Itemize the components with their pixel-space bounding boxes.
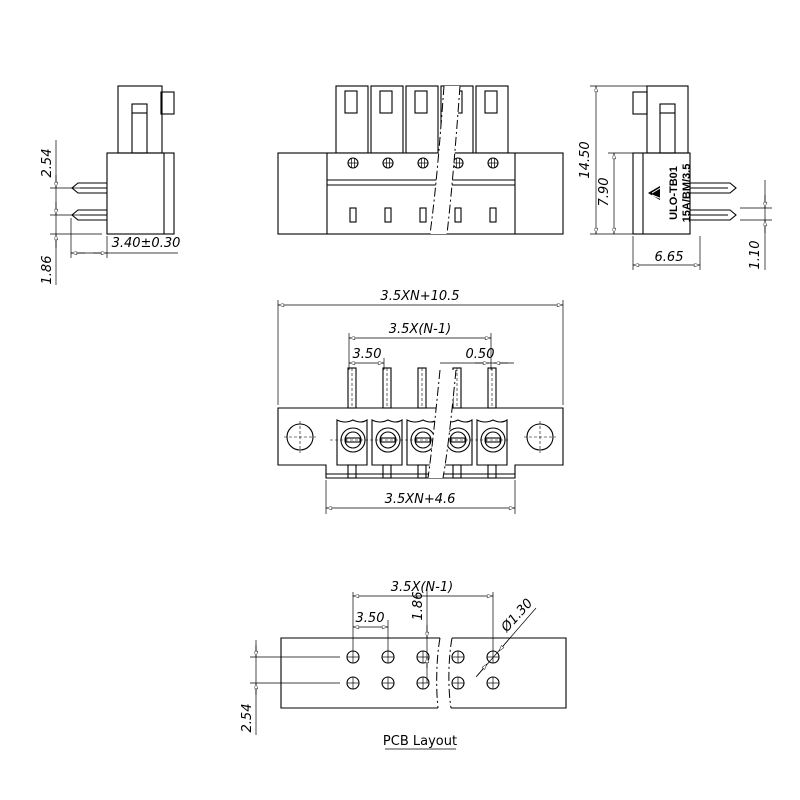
screw-icon bbox=[347, 157, 359, 169]
top-column-details bbox=[347, 157, 499, 223]
plug-body bbox=[405, 85, 439, 154]
terminal-screw-icon bbox=[371, 367, 403, 479]
plug-body bbox=[370, 85, 404, 154]
dim-overall-label: 3.5XN+10.5 bbox=[380, 289, 459, 304]
pcb-dim-row-label: 2.54 bbox=[240, 704, 255, 733]
pcb-hole-icon bbox=[346, 676, 360, 690]
pcb-hole-icon bbox=[486, 676, 500, 690]
pcb-hole-icon bbox=[451, 650, 465, 664]
middle-front-view: 3.5XN+10.5 3.5X(N-1) 3.50 0.50 3.5XN+4.6 bbox=[278, 289, 563, 514]
dim-pin-label: 0.50 bbox=[466, 347, 495, 362]
pcb-layout: 3.5X(N-1) 3.50 1.86 Ø1.30 2.54 PCB Layou… bbox=[240, 580, 567, 750]
pcb-hole-grid bbox=[346, 650, 500, 690]
plug-body bbox=[335, 85, 369, 154]
wire-slot bbox=[489, 207, 497, 223]
plug-body bbox=[475, 85, 509, 154]
dim-pitch-label: 2.54 bbox=[40, 149, 55, 178]
plug-row bbox=[335, 85, 509, 154]
pcb-hole-icon bbox=[346, 650, 360, 664]
pcb-hole-icon bbox=[381, 676, 395, 690]
dim-height-body-label: 7.90 bbox=[597, 178, 612, 207]
terminal-screw-icon bbox=[336, 367, 368, 479]
top-front-view bbox=[277, 85, 564, 235]
dim-height-total-label: 14.50 bbox=[578, 141, 593, 178]
dim-width-label: 6.65 bbox=[655, 250, 684, 265]
wire-slot bbox=[454, 207, 462, 223]
pcb-dim-offset-label: 1.86 bbox=[411, 592, 426, 621]
terminal-row bbox=[330, 367, 510, 479]
dim-pitch-label: 3.50 bbox=[353, 347, 382, 362]
mount-hole-left-icon bbox=[284, 421, 316, 453]
pcb-dim-pitch-label: 3.50 bbox=[356, 611, 385, 626]
brand-logo-icon bbox=[648, 186, 663, 200]
dim-pin-length-label: 3.40±0.30 bbox=[112, 236, 181, 251]
wire-slot bbox=[419, 207, 427, 223]
mount-hole-right-icon bbox=[524, 421, 556, 453]
screw-icon bbox=[417, 157, 429, 169]
screw-icon bbox=[487, 157, 499, 169]
wire-slot bbox=[349, 207, 357, 223]
pcb-hole-icon bbox=[381, 650, 395, 664]
logo-rating-text: 15A/BM/3.5 bbox=[681, 164, 693, 223]
screw-icon bbox=[382, 157, 394, 169]
right-side-view: ULO-TB01 15A/BM/3.5 14.50 7.90 6.65 1.10 bbox=[578, 86, 772, 270]
terminal-screw-icon bbox=[476, 367, 508, 479]
pcb-layout-title: PCB Layout bbox=[383, 734, 457, 749]
logo-model-text: ULO-TB01 bbox=[668, 166, 680, 220]
left-side-view: 2.54 1.86 3.40±0.30 bbox=[40, 85, 181, 285]
dim-offset-label: 1.86 bbox=[40, 256, 55, 285]
dim-bottom-label: 3.5XN+4.6 bbox=[385, 492, 456, 507]
pcb-dim-span-label: 3.5X(N-1) bbox=[391, 580, 453, 595]
dim-pin-label: 1.10 bbox=[748, 241, 763, 270]
dim-span-label: 3.5X(N-1) bbox=[389, 322, 451, 337]
wire-slot bbox=[384, 207, 392, 223]
pcb-hole-icon bbox=[451, 676, 465, 690]
